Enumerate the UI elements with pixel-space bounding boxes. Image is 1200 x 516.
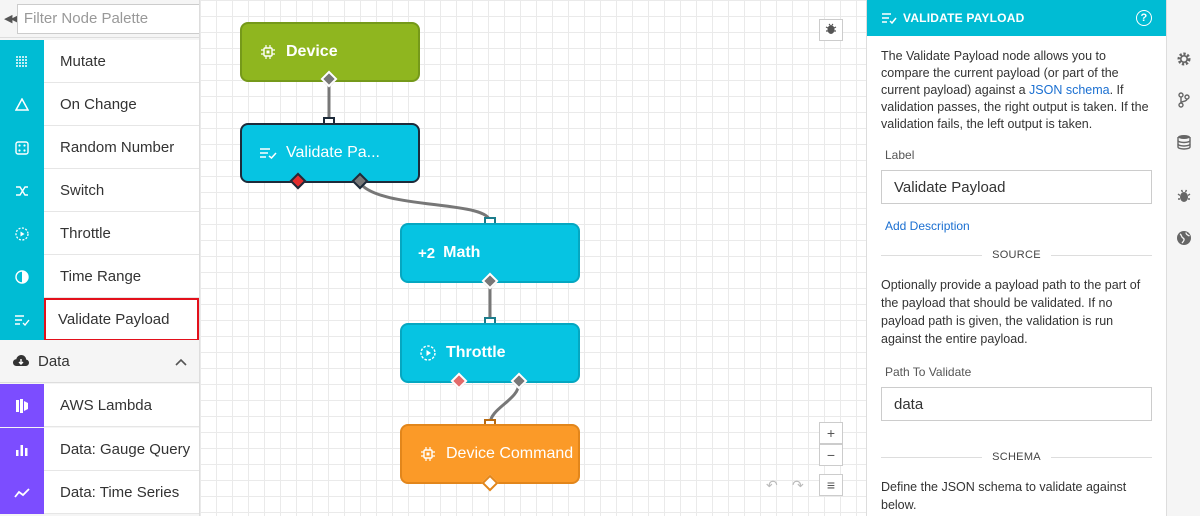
palette-section-data[interactable]: Data bbox=[0, 340, 199, 383]
palette-item-throttle[interactable]: Throttle bbox=[0, 212, 199, 255]
palette-item-label: Validate Payload bbox=[44, 298, 199, 341]
grid-dots-icon bbox=[0, 40, 44, 83]
dice-icon bbox=[0, 126, 44, 169]
intro-text: The Validate Payload node allows you to … bbox=[881, 49, 1119, 97]
undo-button[interactable]: ↶ bbox=[766, 477, 778, 493]
bug-icon[interactable] bbox=[1175, 187, 1193, 205]
intro-text-end: . If validation passes, the right output… bbox=[881, 83, 1149, 131]
database-icon[interactable] bbox=[1175, 133, 1193, 151]
palette-item-random-number[interactable]: Random Number bbox=[0, 126, 199, 169]
connection-line bbox=[358, 181, 492, 223]
palette-item-time-range[interactable]: Time Range bbox=[0, 255, 199, 298]
palette-item-label: Mutate bbox=[44, 40, 199, 83]
filter-node-palette-input[interactable] bbox=[16, 3, 199, 34]
panel-header: VALIDATE PAYLOAD ? bbox=[867, 0, 1166, 36]
path-field-label: Path To Validate bbox=[885, 365, 972, 379]
chevron-up-icon bbox=[175, 353, 187, 370]
json-schema-link[interactable]: JSON schema bbox=[1029, 83, 1110, 97]
node-label: Math bbox=[443, 244, 481, 261]
palette-item-label: Throttle bbox=[44, 212, 199, 255]
palette-item-label: Data: Time Series bbox=[44, 471, 199, 514]
palette-item-validate-payload[interactable]: Validate Payload bbox=[0, 298, 199, 341]
schema-description: Define the JSON schema to validate again… bbox=[881, 480, 1127, 512]
node-palette: ◀◀ Mutate On Change Random Number Switch… bbox=[0, 0, 200, 516]
gear-icon[interactable] bbox=[1175, 50, 1193, 68]
path-to-validate-input[interactable]: data bbox=[881, 387, 1152, 421]
node-label: Device Command bbox=[446, 445, 574, 462]
palette-header: ◀◀ bbox=[0, 0, 199, 38]
workflow-canvas[interactable]: Device Validate Pa... +2 Math Throttle D… bbox=[200, 0, 866, 516]
palette-item-label: Switch bbox=[44, 169, 199, 212]
right-rail bbox=[1166, 0, 1200, 516]
triangle-icon bbox=[0, 83, 44, 126]
list-check-icon bbox=[881, 12, 897, 24]
canvas-menu-button[interactable]: ≡ bbox=[819, 474, 843, 496]
node-label: Validate Pa... bbox=[286, 144, 380, 161]
bug-icon bbox=[825, 22, 837, 38]
half-circle-icon bbox=[0, 255, 44, 298]
source-description: Optionally provide a payload path to the… bbox=[881, 278, 1141, 346]
panel-title: VALIDATE PAYLOAD bbox=[903, 11, 1025, 25]
globe-icon[interactable] bbox=[1175, 229, 1193, 247]
palette-item-on-change[interactable]: On Change bbox=[0, 83, 199, 126]
section-divider-schema: SCHEMA bbox=[881, 449, 1152, 466]
redo-button[interactable]: ↷ bbox=[792, 477, 804, 493]
math-icon: +2 bbox=[418, 244, 436, 262]
section-label: Data bbox=[38, 352, 70, 370]
palette-item-data-gauge-query[interactable]: Data: Gauge Query bbox=[0, 428, 199, 471]
zoom-out-button[interactable]: − bbox=[819, 444, 843, 466]
palette-item-label: AWS Lambda bbox=[44, 384, 199, 427]
add-description-link[interactable]: Add Description bbox=[885, 219, 970, 233]
help-icon[interactable]: ? bbox=[1136, 10, 1152, 26]
cloud-download-icon bbox=[12, 354, 30, 368]
branch-icon[interactable] bbox=[1175, 91, 1193, 109]
lambda-icon bbox=[0, 384, 44, 427]
panel-intro: The Validate Payload node allows you to … bbox=[881, 48, 1152, 133]
section-divider-source: SOURCE bbox=[881, 247, 1152, 264]
palette-item-switch[interactable]: Switch bbox=[0, 169, 199, 212]
list-check-icon bbox=[0, 298, 44, 341]
section-heading: SOURCE bbox=[992, 249, 1041, 261]
label-field-label: Label bbox=[885, 148, 915, 162]
node-label: Throttle bbox=[446, 344, 506, 361]
line-chart-icon bbox=[0, 471, 44, 514]
node-label: Device bbox=[286, 43, 338, 60]
chip-icon bbox=[418, 446, 438, 462]
connection-line bbox=[488, 382, 521, 425]
label-input[interactable]: Validate Payload bbox=[881, 170, 1152, 204]
zoom-in-button[interactable]: + bbox=[819, 422, 843, 444]
node-throttle[interactable]: Throttle bbox=[400, 323, 580, 383]
node-properties-panel: VALIDATE PAYLOAD ? The Validate Payload … bbox=[866, 0, 1166, 516]
debug-toggle-button[interactable] bbox=[819, 19, 843, 41]
palette-item-label: Data: Gauge Query bbox=[44, 428, 199, 471]
chip-icon bbox=[258, 44, 278, 60]
section-heading: SCHEMA bbox=[992, 451, 1041, 463]
list-check-icon bbox=[258, 147, 278, 159]
shuffle-icon bbox=[0, 169, 44, 212]
palette-item-label: On Change bbox=[44, 83, 199, 126]
palette-item-mutate[interactable]: Mutate bbox=[0, 40, 199, 83]
dashed-play-icon bbox=[418, 345, 438, 361]
node-validate-payload[interactable]: Validate Pa... bbox=[240, 123, 420, 183]
bar-chart-icon bbox=[0, 428, 44, 471]
palette-item-aws-lambda[interactable]: AWS Lambda bbox=[0, 384, 199, 427]
palette-item-data-time-series[interactable]: Data: Time Series bbox=[0, 471, 199, 514]
dashed-play-icon bbox=[0, 212, 44, 255]
palette-item-label: Time Range bbox=[44, 255, 199, 298]
palette-item-label: Random Number bbox=[44, 126, 199, 169]
double-chevron-left-icon[interactable]: ◀◀ bbox=[4, 13, 19, 25]
